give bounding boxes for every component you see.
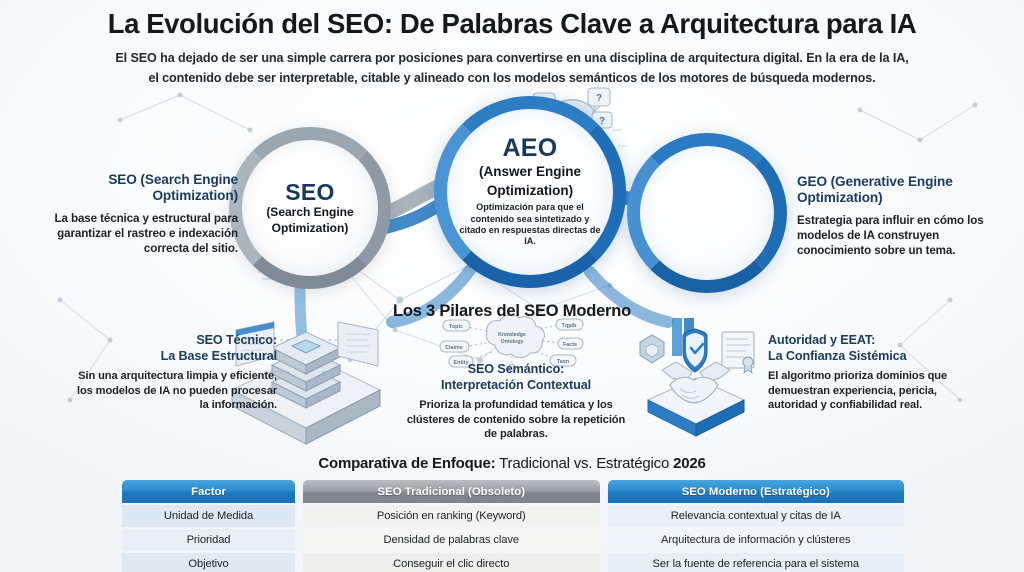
side-block-seo-heading-line-1: SEO (Search Engine: [108, 172, 238, 187]
side-block-seo-body: La base técnica y estructural para garan…: [54, 211, 239, 256]
pillar-seo-semantico-heading-line-1: SEO Semántico:: [467, 362, 565, 376]
circle-aeo-expansion-line-1: (Answer Engine: [478, 164, 581, 180]
subtitle-line-2: el contenido debe ser interpretable, cit…: [148, 70, 876, 85]
table-cell: Conseguir el clic directo: [303, 553, 600, 572]
side-block-seo-heading-line-2: Optimization): [152, 188, 238, 204]
table-cell: Prioridad: [122, 529, 295, 551]
pillar-seo-tecnico-heading-line-1: SEO Técnico:: [196, 333, 277, 347]
circle-seo-expansion-line-2: Optimization): [271, 220, 349, 235]
table-header-seo-tradicional: SEO Tradicional (Obsoleto): [303, 480, 600, 503]
comparison-table-title-light: Tradicional vs. Estratégico: [495, 455, 674, 472]
circle-seo: SEO (Search Engine Optimization): [229, 127, 391, 289]
page-subtitle: El SEO ha dejado de ser una simple carre…: [0, 49, 1024, 88]
pillar-autoridad-eeat-heading-line-1: Autoridad y EEAT:: [768, 333, 876, 347]
header: La Evolución del SEO: De Palabras Clave …: [0, 8, 1024, 88]
svg-text:Claims: Claims: [445, 345, 463, 351]
svg-text:Tqpib: Tqpib: [562, 323, 577, 329]
pillar-seo-tecnico-heading-line-2: La Base Estructural: [160, 348, 277, 363]
table-header-seo-moderno: SEO Moderno (Estratégico): [607, 480, 904, 503]
table-cell: Ser la fuente de referencia para el sist…: [607, 553, 904, 572]
circle-geo: [627, 133, 787, 293]
svg-text:Facts: Facts: [563, 342, 577, 348]
svg-text:Knowledge: Knowledge: [498, 332, 526, 338]
pillar-seo-tecnico: SEO Técnico: La Base Estructural Sin una…: [72, 333, 277, 413]
pillar-autoridad-eeat: Autoridad y EEAT: La Confianza Sistémica…: [768, 333, 982, 413]
comparison-table: Factor SEO Tradicional (Obsoleto) SEO Mo…: [122, 480, 904, 572]
pillar-autoridad-eeat-body: El algoritmo prioriza dominios que demue…: [768, 370, 948, 412]
circle-aeo: AEO (Answer Engine Optimization) Optimiz…: [434, 96, 626, 288]
pillars-section-title: Los 3 Pilares del SEO Moderno: [392, 302, 632, 320]
svg-text:Ontology: Ontology: [501, 339, 524, 345]
pillar-autoridad-eeat-heading: Autoridad y EEAT: La Confianza Sistémica: [768, 333, 982, 364]
table-header-factor: Factor: [122, 480, 295, 503]
circle-seo-acronym: SEO: [285, 178, 335, 205]
side-block-geo-heading-line-2: Optimization): [797, 190, 883, 206]
side-block-geo-heading: GEO (Generative Engine Optimization): [797, 174, 997, 207]
comparison-table-title-bold-2: 2026: [673, 455, 706, 472]
side-block-seo-heading: SEO (Search Engine Optimization): [52, 172, 238, 205]
side-block-geo: GEO (Generative Engine Optimization) Est…: [797, 174, 997, 259]
table-cell: Posición en ranking (Keyword): [303, 505, 600, 527]
table-cell: Objetivo: [122, 553, 295, 572]
pillar-seo-tecnico-body: Sin una arquitectura limpia y eficiente,…: [76, 370, 277, 412]
handshake-shield-certificate-icon: [639, 318, 755, 437]
circle-seo-expansion-line-1: (Search Engine: [266, 204, 354, 219]
subtitle-line-1: El SEO ha dejado de ser una simple carre…: [115, 51, 909, 66]
svg-text:Topic: Topic: [449, 324, 463, 330]
circle-aeo-expansion-line-2: Optimization): [486, 183, 574, 199]
table-cell: Densidad de palabras clave: [303, 529, 600, 551]
circle-aeo-acronym: AEO: [502, 134, 558, 163]
pillar-seo-semantico: SEO Semántico: Interpretación Contextual…: [400, 362, 632, 442]
svg-text:?: ?: [596, 93, 602, 104]
table-cell: Unidad de Medida: [122, 505, 295, 527]
pillar-seo-semantico-body: Prioriza la profundidad temática y los c…: [406, 399, 626, 441]
page-title: La Evolución del SEO: De Palabras Clave …: [107, 8, 917, 39]
pillar-autoridad-eeat-heading-line-2: La Confianza Sistémica: [768, 348, 907, 363]
side-block-geo-heading-line-1: GEO (Generative Engine: [797, 174, 953, 189]
side-block-seo: SEO (Search Engine Optimization) La base…: [52, 172, 239, 257]
comparison-table-title-bold-1: Comparativa de Enfoque:: [318, 455, 496, 472]
pillar-seo-tecnico-heading: SEO Técnico: La Base Estructural: [72, 333, 277, 364]
table-cell: Relevancia contextual y citas de IA: [607, 505, 904, 527]
comparison-table-title: Comparativa de Enfoque: Tradicional vs. …: [0, 455, 1024, 472]
pillar-seo-semantico-heading: SEO Semántico: Interpretación Contextual: [400, 362, 632, 393]
pillar-seo-semantico-heading-line-2: Interpretación Contextual: [440, 377, 592, 392]
circle-aeo-body: Optimización para que el contenido sea s…: [459, 202, 601, 247]
side-block-geo-body: Estrategia para influir en cómo los mode…: [797, 213, 984, 258]
table-cell: Arquitectura de información y clústeres: [607, 529, 904, 551]
